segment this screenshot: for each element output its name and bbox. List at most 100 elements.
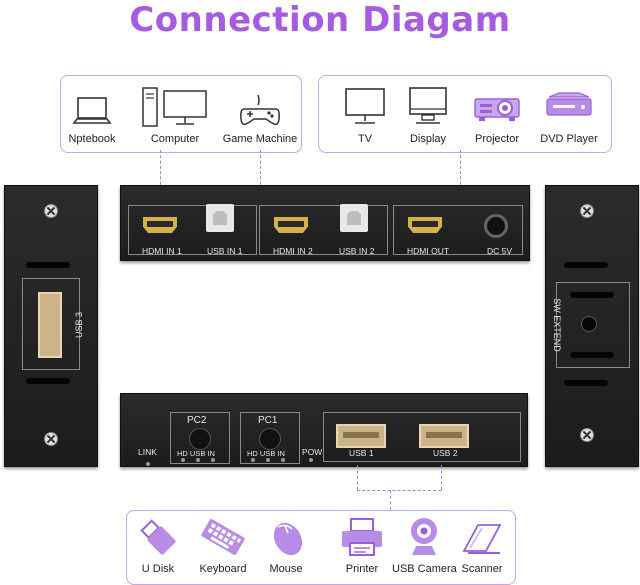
device-label: Mouse <box>269 563 303 575</box>
hdmi-in-1-port <box>143 217 177 233</box>
game-controller-icon <box>240 94 280 126</box>
device-computer: Computer <box>135 85 215 145</box>
led <box>281 458 285 462</box>
sw-extend-label: SW EXTEND <box>551 298 562 352</box>
screw-icon <box>44 432 58 446</box>
usb-2-label: USB 2 <box>433 448 458 458</box>
device-label: Game Machine <box>222 133 298 145</box>
usb-2-port <box>419 424 469 448</box>
led <box>266 458 270 462</box>
usb-ports-frame <box>323 412 521 462</box>
link-led <box>146 462 150 466</box>
device-label: Display <box>409 133 447 145</box>
hdmi-out-label: HDMI OUT <box>407 246 450 256</box>
port-group-1 <box>128 205 257 255</box>
connector-line <box>160 150 161 190</box>
device-mouse: Mouse <box>258 515 314 575</box>
monitor-icon <box>409 87 447 124</box>
connector-line <box>441 465 442 490</box>
source-devices-box <box>60 75 302 153</box>
vent-slot <box>564 262 608 268</box>
usb-1-label: USB 1 <box>349 448 374 458</box>
connector-line <box>260 150 261 190</box>
keyboard-icon <box>201 519 245 555</box>
pc2-button[interactable] <box>189 428 211 450</box>
led <box>196 458 200 462</box>
device-label: TV <box>357 133 373 145</box>
device-notebook: Nptebook <box>64 95 120 145</box>
usb-disk-icon <box>140 519 176 555</box>
tv-icon <box>345 88 385 124</box>
device-printer: Printer <box>332 515 392 575</box>
device-label: USB Camera <box>392 563 457 575</box>
vent-slot <box>570 292 614 298</box>
device-tv: TV <box>335 85 395 145</box>
usb-camera-icon <box>411 518 437 555</box>
pc2-frame <box>170 412 230 464</box>
page-title: Connection Diagam <box>129 0 511 40</box>
port-group-2 <box>259 205 388 255</box>
device-keyboard: Keyboard <box>192 515 254 575</box>
pc1-indicators-label: HD USB IN <box>247 449 285 458</box>
usb3-port-frame <box>22 278 80 370</box>
device-dvd-player: DVD Player <box>534 85 604 145</box>
screw-icon <box>580 428 594 442</box>
usb-in-2-port <box>340 204 368 232</box>
computer-icon <box>142 87 207 127</box>
screw-icon <box>44 204 58 218</box>
connector-line <box>357 490 441 491</box>
vent-slot <box>570 352 614 358</box>
usb-in-1-port <box>206 204 234 232</box>
device-label: Printer <box>345 563 379 575</box>
link-label: LINK <box>138 447 157 457</box>
usb-in-1-label: USB IN 1 <box>207 246 243 256</box>
usb3-label: USB 3 <box>74 311 85 339</box>
device-usb-camera: USB Camera <box>392 515 457 575</box>
sw-extend-button[interactable] <box>581 316 597 332</box>
device-label: U Disk <box>141 563 175 575</box>
device-display: Display <box>398 85 458 145</box>
device-scanner: Scanner <box>454 515 510 575</box>
usb3-port <box>38 292 62 358</box>
mouse-icon <box>273 522 303 556</box>
vent-slot <box>564 380 608 386</box>
device-game-machine: Game Machine <box>220 93 300 145</box>
device-label: Scanner <box>461 563 503 575</box>
rear-panel <box>120 185 530 261</box>
hdmi-in-2-label: HDMI IN 2 <box>273 246 313 256</box>
dc-label: DC 5V <box>487 246 513 256</box>
hdmi-in-2-port <box>274 217 308 233</box>
dc-jack <box>484 214 508 238</box>
printer-icon <box>342 518 382 556</box>
led <box>211 458 215 462</box>
device-label: Computer <box>150 133 200 145</box>
pc2-label: PC2 <box>187 415 207 426</box>
pc2-indicators-label: HD USB IN <box>177 449 215 458</box>
hdmi-in-1-label: HDMI IN 1 <box>142 246 182 256</box>
led <box>181 458 185 462</box>
pc1-button[interactable] <box>259 428 281 450</box>
pow-label: POW <box>302 447 323 457</box>
device-projector: Projector <box>462 85 532 145</box>
device-label: Projector <box>474 133 520 145</box>
pc1-label: PC1 <box>258 415 278 426</box>
hdmi-out-port <box>408 217 442 233</box>
pc1-frame <box>240 412 300 464</box>
laptop-icon <box>72 97 112 124</box>
usb-in-2-label: USB IN 2 <box>339 246 375 256</box>
peripherals-box <box>126 510 516 585</box>
device-label: Nptebook <box>68 133 116 145</box>
connector-line <box>357 465 358 490</box>
led <box>251 458 255 462</box>
connector-line <box>460 150 461 190</box>
connector-line <box>390 490 391 510</box>
dvd-player-icon <box>546 92 592 116</box>
pow-led <box>309 458 313 462</box>
projector-icon <box>474 98 520 121</box>
vent-slot <box>26 378 70 384</box>
scanner-icon <box>462 524 502 554</box>
usb-1-port <box>336 424 386 448</box>
port-group-out <box>393 205 523 255</box>
device-u-disk: U Disk <box>130 515 186 575</box>
device-label: DVD Player <box>540 133 598 145</box>
